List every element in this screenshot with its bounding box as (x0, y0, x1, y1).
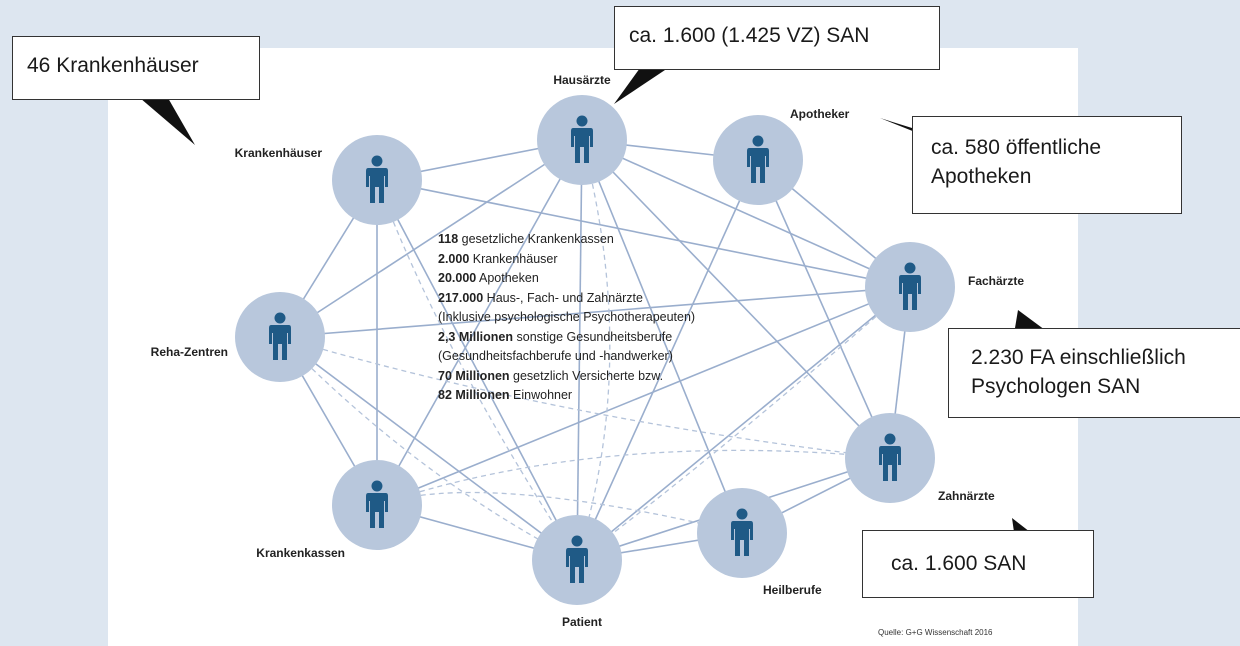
stat-value: 2.000 (438, 251, 470, 266)
dashed-link (279, 336, 891, 459)
label-reha-zentren: Reha-Zentren (151, 345, 228, 359)
label-hausaerzte: Hausärzte (553, 73, 611, 87)
link-line (376, 179, 578, 561)
callout-fachaerzte: 2.230 FA einschließlich Psychologen SAN (948, 328, 1240, 418)
link-line (581, 139, 743, 534)
stat-line: 217.000 Haus-, Fach- und Zahnärzte (438, 289, 778, 309)
pointer-krankenhaeuser (140, 98, 195, 145)
dashed-link (279, 336, 578, 561)
callout-zahnaerzte: ca. 1.600 SAN (862, 530, 1094, 598)
callout-apotheken: ca. 580 öffentliche Apotheken (912, 116, 1182, 214)
stat-line: 118 gesetzliche Krankenkassen (438, 230, 778, 250)
callout-text: Psychologen SAN (971, 375, 1141, 398)
stat-text: Apotheken (476, 271, 539, 285)
stat-value: 118 (438, 232, 459, 246)
label-krankenkassen: Krankenkassen (256, 546, 345, 560)
callout-krankenhaeuser: 46 Krankenhäuser (12, 36, 260, 100)
node-heilberufe (697, 488, 787, 578)
source-credit: Quelle: G+G Wissenschaft 2016 (878, 628, 993, 637)
label-heilberufe: Heilberufe (763, 583, 822, 597)
pointer-fachaerzte (1015, 310, 1045, 330)
stat-text: Haus-, Fach- und Zahnärzte (483, 290, 643, 305)
stat-value: 2,3 Millionen (438, 329, 514, 344)
pointer-zahnaerzte (1012, 518, 1030, 532)
link-line (279, 139, 583, 338)
label-apotheker: Apotheker (790, 107, 850, 121)
stat-text: (Gesundheitsfachberufe und -handwerker) (438, 349, 673, 363)
node-fachaerzte (865, 242, 955, 332)
link-line (376, 286, 911, 506)
callout-text: ca. 1.600 SAN (891, 552, 1027, 575)
dashed-link (376, 449, 891, 506)
stat-value: 217.000 (438, 290, 484, 305)
statistics-block: 118 gesetzliche Krankenkassen 2.000 Kran… (438, 230, 778, 406)
label-patient: Patient (562, 615, 602, 629)
callout-text: 2.230 FA einschließlich (971, 346, 1186, 369)
link-line (581, 139, 911, 288)
link-line (576, 139, 583, 561)
label-krankenhaeuser: Krankenhäuser (235, 146, 323, 160)
link-line (581, 139, 891, 459)
callout-text: ca. 580 öffentliche (931, 136, 1102, 159)
node-krankenhaeuser (332, 135, 422, 225)
node-hausaerzte (537, 95, 627, 185)
node-patient (532, 515, 622, 605)
stat-text: (Inklusive psychologische Psychotherapeu… (438, 310, 696, 324)
stat-text: Krankenhäuser (469, 251, 558, 266)
link-line (576, 159, 759, 561)
stat-text: sonstige Gesundheitsberufe (513, 329, 673, 344)
callout-text: Apotheken (931, 165, 1032, 188)
node-reha-zentren (235, 292, 325, 382)
pointer-hausaerzte (614, 68, 668, 104)
link-line (376, 139, 583, 506)
dashed-link (376, 179, 578, 561)
stat-line: 70 Millionen gesetzlich Versicherte bzw. (438, 367, 778, 387)
callout-hausaerzte: ca. 1.600 (1.425 VZ) SAN (614, 6, 940, 70)
link-line (279, 286, 911, 338)
stat-line: 20.000 Apotheken (438, 269, 778, 289)
stat-value: 70 Millionen (438, 368, 510, 383)
stat-line: 2,3 Millionen sonstige Gesundheitsberufe (438, 328, 778, 348)
label-zahnaerzte: Zahnärzte (938, 489, 995, 503)
stat-text: gesetzliche Krankenkassen (458, 232, 614, 246)
stat-value: 20.000 (438, 271, 477, 285)
stat-line: (Inklusive psychologische Psychotherapeu… (438, 308, 778, 328)
link-line (576, 286, 911, 561)
stat-text: Einwohner (509, 388, 573, 402)
node-apotheker (713, 115, 803, 205)
node-krankenkassen (332, 460, 422, 550)
dashed-link (576, 139, 611, 561)
link-line (279, 336, 578, 561)
label-fachaerzte: Fachärzte (968, 274, 1024, 288)
stat-text: gesetzlich Versicherte bzw. (509, 368, 664, 383)
stat-line: 82 Millionen Einwohner (438, 386, 778, 406)
callout-pointers (140, 68, 1045, 532)
stat-value: 82 Millionen (438, 388, 510, 402)
callout-text: 46 Krankenhäuser (27, 54, 199, 77)
stat-line: (Gesundheitsfachberufe und -handwerker) (438, 347, 778, 367)
link-line (376, 179, 911, 288)
link-line (757, 159, 891, 459)
node-zahnaerzte (845, 413, 935, 503)
stat-line: 2.000 Krankenhäuser (438, 250, 778, 270)
callout-text: ca. 1.600 (1.425 VZ) SAN (629, 24, 870, 47)
